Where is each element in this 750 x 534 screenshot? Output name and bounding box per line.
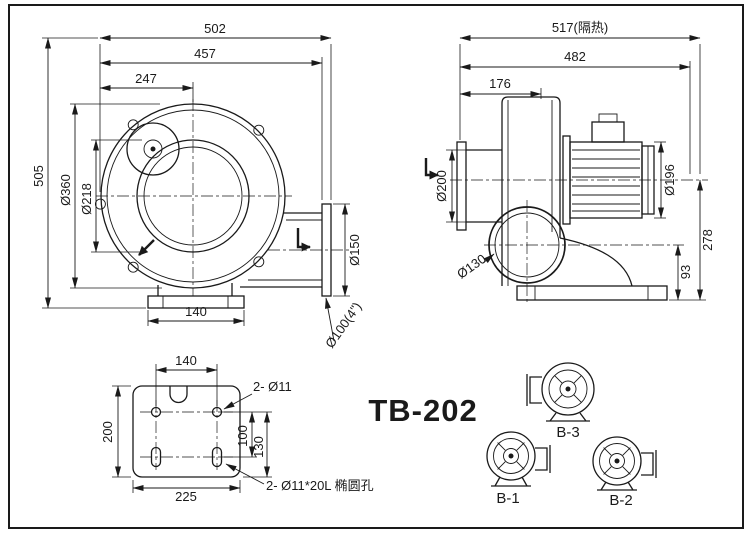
outlet-flange	[321, 203, 332, 297]
dim-505: 505	[31, 165, 46, 187]
outlet-flow-arrow-icon	[296, 228, 311, 252]
variant-label-b2: B-2	[609, 492, 632, 509]
dim-140-base: 140	[175, 353, 197, 368]
dim-100: 100	[235, 425, 250, 447]
variant-label-b1: B-1	[496, 490, 519, 507]
dim-dia-218: Ø218	[79, 183, 94, 215]
inlet-flange	[456, 141, 467, 231]
variant-icon-b3: B-3	[526, 362, 595, 441]
dim-140-front: 140	[185, 304, 207, 319]
dim-176: 176	[489, 76, 511, 91]
dim-278: 278	[700, 229, 715, 251]
dim-dia-100: Ø100(4")	[322, 299, 364, 350]
dim-482: 482	[564, 49, 586, 64]
label-oval-holes: 2- Ø11*20L 椭圆孔	[266, 478, 374, 493]
relief-port-circle	[126, 122, 180, 176]
dim-dia-360: Ø360	[58, 174, 73, 206]
dim-457: 457	[194, 46, 216, 61]
terminal-box	[591, 121, 625, 143]
oval-hole	[150, 446, 162, 468]
rotation-arrow-icon	[138, 239, 155, 256]
base-plate-notch	[169, 386, 188, 404]
round-hole	[211, 406, 223, 418]
dim-dia-150: Ø150	[347, 234, 362, 266]
variant-icon-b1: B-1	[486, 431, 551, 507]
dim-502: 502	[204, 21, 226, 36]
dim-dia-200: Ø200	[434, 170, 449, 202]
dim-dia-196: Ø196	[662, 164, 677, 196]
front-base	[147, 295, 245, 309]
round-hole	[150, 406, 162, 418]
dim-247: 247	[135, 71, 157, 86]
inlet-flow-arrow-icon	[424, 158, 439, 180]
side-view-drawing	[424, 96, 708, 304]
outlet-circle	[488, 206, 566, 284]
variant-label-b3: B-3	[556, 424, 579, 441]
front-view-drawing	[94, 99, 350, 309]
base-plate-outline	[132, 385, 241, 478]
base-footprint-view: 140 200 225 100 130 2- Ø11 2- Ø11*20L 椭圆…	[100, 353, 374, 504]
label-round-holes: 2- Ø11	[253, 379, 292, 394]
model-title: TB-202	[368, 393, 477, 428]
dim-200: 200	[100, 421, 115, 443]
sheet-border	[8, 4, 744, 529]
side-base	[516, 285, 668, 301]
dim-93: 93	[678, 265, 693, 279]
dim-225: 225	[175, 489, 197, 504]
variant-icon-b2: B-2	[592, 436, 657, 509]
oval-hole	[211, 446, 223, 468]
side-view-dimensions: 517(隔热) 482 176 Ø200 Ø196 278 93 Ø130	[434, 20, 715, 301]
dim-130: 130	[251, 436, 266, 458]
front-view-dimensions: 502 457 247 505 Ø360 Ø218 Ø150 140 Ø100(…	[31, 21, 364, 351]
dim-517: 517(隔热)	[552, 20, 608, 35]
dim-dia-130: Ø130	[454, 251, 489, 282]
